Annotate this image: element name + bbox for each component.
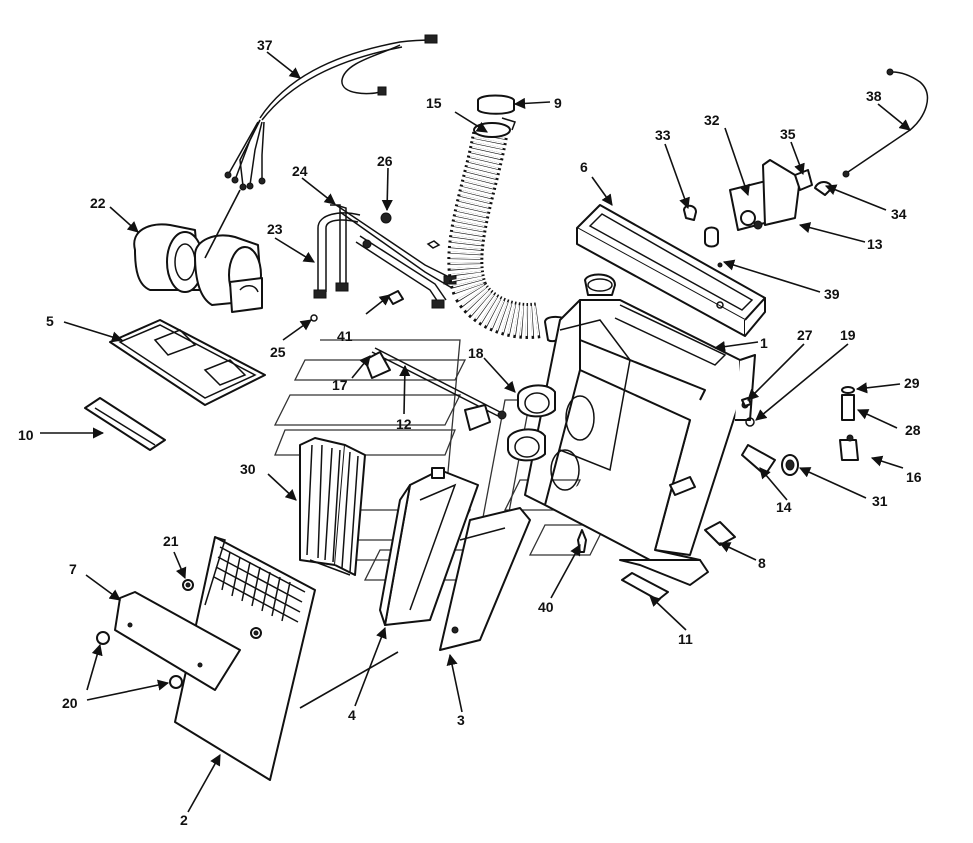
- callout-20: 20: [62, 695, 78, 711]
- callout-17: 17: [332, 377, 348, 393]
- callout-33: 33: [655, 127, 671, 143]
- front-panel: [96, 536, 316, 781]
- callout-3: 3: [457, 712, 465, 728]
- heater-tubes: [310, 204, 457, 322]
- callout-31: 31: [872, 493, 888, 509]
- callout-41: 41: [337, 328, 353, 344]
- callout-29: 29: [904, 375, 920, 391]
- callout-16: 16: [906, 469, 922, 485]
- callout-30: 30: [240, 461, 256, 477]
- flex-hose: [447, 94, 573, 343]
- control-plate: [683, 159, 850, 248]
- control-cable: [847, 68, 929, 173]
- side-panel: [439, 507, 531, 651]
- callout-25: 25: [270, 344, 286, 360]
- bracket-10: [84, 397, 166, 451]
- vent-outlets: [507, 384, 556, 462]
- wire-harness: [224, 34, 438, 191]
- callout-21: 21: [163, 533, 179, 549]
- callout-9: 9: [554, 95, 562, 111]
- callout-4: 4: [348, 707, 356, 723]
- callout-6: 6: [580, 159, 588, 175]
- rod-assembly: [364, 347, 507, 431]
- callout-labels: 1 2 3 4 5 6 7 8 9 10 11 12 13 14 15 16 1…: [18, 37, 922, 828]
- callout-24: 24: [292, 163, 308, 179]
- callout-8: 8: [758, 555, 766, 571]
- callout-38: 38: [866, 88, 882, 104]
- callout-35: 35: [780, 126, 796, 142]
- blower-motor: [133, 223, 263, 313]
- callout-28: 28: [905, 422, 921, 438]
- heater-core: [299, 437, 366, 576]
- blower-plate: [109, 319, 266, 406]
- callout-10: 10: [18, 427, 34, 443]
- callout-26: 26: [377, 153, 393, 169]
- callout-2: 2: [180, 812, 188, 828]
- callout-18: 18: [468, 345, 484, 361]
- callout-15: 15: [426, 95, 442, 111]
- leader-lines: [40, 51, 911, 813]
- callout-23: 23: [267, 221, 283, 237]
- callout-7: 7: [69, 561, 77, 577]
- callout-34: 34: [891, 206, 907, 222]
- callout-27: 27: [797, 327, 813, 343]
- callout-11: 11: [678, 631, 693, 647]
- callout-39: 39: [824, 286, 840, 302]
- callout-13: 13: [867, 236, 883, 252]
- drain-pan: [576, 204, 766, 337]
- callout-32: 32: [704, 112, 720, 128]
- callout-12: 12: [396, 416, 412, 432]
- callout-1: 1: [760, 335, 768, 351]
- callout-22: 22: [90, 195, 106, 211]
- callout-19: 19: [840, 327, 856, 343]
- callout-5: 5: [46, 313, 54, 329]
- air-duct: [379, 467, 479, 626]
- callout-37: 37: [257, 37, 273, 53]
- callout-14: 14: [776, 499, 792, 515]
- callout-40: 40: [538, 599, 554, 615]
